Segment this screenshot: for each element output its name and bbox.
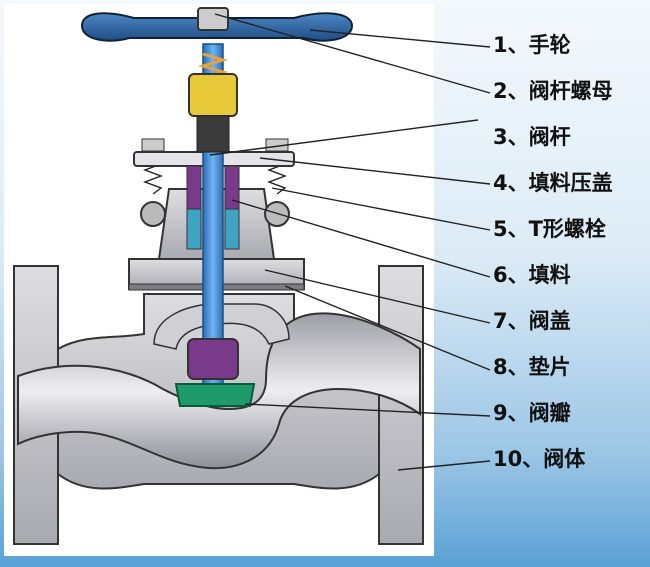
- label-gasket: 8、垫片: [493, 355, 571, 379]
- label-valve-body: 10、阀体: [493, 447, 586, 471]
- label-stem: 3、阀杆: [493, 125, 571, 149]
- leader-9: [244, 403, 491, 417]
- label-t-bolt: 5、T形螺栓: [493, 217, 606, 241]
- leader-7: [264, 269, 491, 324]
- leader-1: [309, 29, 491, 48]
- leader-5: [271, 187, 491, 231]
- packing: [186, 165, 240, 250]
- leader-4: [259, 157, 491, 185]
- leader-8: [284, 285, 491, 371]
- leader-10: [397, 460, 491, 471]
- leader-2: [214, 13, 491, 94]
- valve-disc: [174, 338, 256, 407]
- stem-nut: [188, 73, 238, 153]
- label-handwheel: 1、手轮: [493, 33, 571, 57]
- valve-cross-section-image: [4, 4, 434, 556]
- label-stem-nut: 2、阀杆螺母: [493, 79, 613, 103]
- label-bonnet: 7、阀盖: [493, 309, 571, 333]
- label-packing: 6、填料: [493, 263, 571, 287]
- leader-3: [209, 119, 479, 156]
- label-packing-gland: 4、填料压盖: [493, 171, 613, 195]
- leader-6: [231, 199, 491, 278]
- valve-drawing: [13, 7, 424, 545]
- label-disc: 9、阀瓣: [493, 401, 571, 425]
